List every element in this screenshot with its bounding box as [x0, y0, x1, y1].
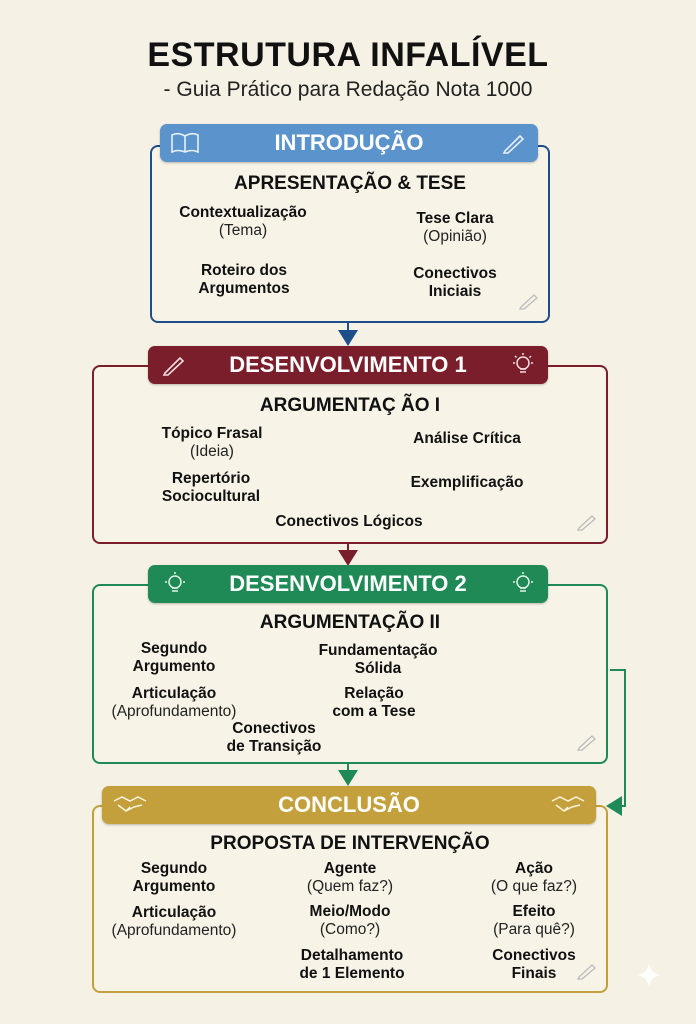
intro-section: APRESENTAÇÃO & TESE [150, 145, 550, 323]
lightbulb-icon [510, 571, 536, 603]
label: Tese Clara [416, 210, 494, 227]
dev2-section: ARGUMENTAÇÃO II [92, 584, 608, 764]
conclusion-mid-2: Meio/Modo(Como?) [300, 903, 400, 939]
pencil-icon [518, 292, 540, 315]
label: Articulação [131, 904, 217, 921]
note: (Como?) [319, 921, 381, 938]
label: Roteiro dos [200, 262, 288, 279]
intro-subtitle: APRESENTAÇÃO & TESE [234, 173, 466, 194]
page-subtitle: - Guia Prático para Redação Nota 1000 [163, 78, 533, 101]
note: (Aprofundamento) [111, 922, 237, 939]
dev1-right-2: Exemplificação [410, 474, 524, 491]
pencil-icon [576, 513, 598, 536]
label-2: Argumento [132, 658, 216, 675]
note: (Tema) [218, 222, 268, 239]
intro-right-1: Tese Clara(Opinião) [390, 210, 520, 246]
label-2: Argumentos [198, 280, 290, 297]
note: (Opinião) [423, 228, 487, 245]
dev2-header-label: DESENVOLVIMENTO 2 [229, 571, 467, 596]
dev2-subtitle: ARGUMENTAÇÃO II [259, 612, 441, 633]
label: Segundo [140, 640, 208, 657]
pencil-icon [576, 962, 598, 985]
label: Detalhamento [300, 947, 404, 964]
label: Meio/Modo [309, 903, 391, 920]
page-title: ESTRUTURA INFALÍVEL [147, 36, 549, 74]
label: Efeito [512, 903, 556, 920]
note: (Aprofundamento) [111, 703, 237, 720]
label: Ação [515, 860, 553, 877]
dev1-header-label: DESENVOLVIMENTO 1 [229, 352, 467, 377]
label: Articulação [131, 685, 217, 702]
intro-header-label: INTRODUÇÃO [274, 130, 424, 155]
conclusion-subtitle: PROPOSTA DE INTERVENÇÃO [210, 833, 490, 854]
dev1-bottom: Conectivos Lógicos [275, 513, 423, 530]
handshake-icon [112, 793, 148, 823]
label: Conectivos [413, 265, 497, 282]
pencil-icon [576, 733, 598, 756]
conclusion-left-2: Articulação(Aprofundamento) [100, 904, 248, 940]
note: (O que faz?) [490, 878, 578, 895]
conclusion-section: PROPOSTA DE INTERVENÇÃO [92, 805, 608, 993]
lightbulb-icon [510, 352, 536, 384]
label-2: Iniciais [428, 283, 482, 300]
label: Fundamentação [318, 642, 438, 659]
note: (Ideia) [190, 443, 234, 460]
sparkle-icon [634, 960, 664, 995]
label-2: Finais [511, 965, 557, 982]
label-2: com a Tese [332, 703, 416, 720]
note: (Quem faz?) [306, 878, 394, 895]
label-2: Argumento [132, 878, 216, 895]
dev1-header: DESENVOLVIMENTO 1 [148, 346, 548, 384]
label-2: de 1 Elemento [299, 965, 405, 982]
dev1-left-1: Tópico Frasal(Ideia) [150, 425, 274, 461]
label: Segundo [140, 860, 208, 877]
intro-header: INTRODUÇÃO [160, 124, 538, 162]
conclusion-header-label: CONCLUSÃO [278, 792, 420, 817]
dev2-header: DESENVOLVIMENTO 2 [148, 565, 548, 603]
label-2: Sociocultural [161, 488, 261, 505]
label: Repertório [171, 470, 251, 487]
label: Contextualização [179, 204, 307, 221]
dev1-right-1: Análise Crítica [413, 430, 521, 447]
lightbulb-icon [162, 571, 188, 603]
label-2: Sólida [354, 660, 402, 677]
intro-left-1: Contextualização(Tema) [163, 204, 323, 240]
label: Agente [323, 860, 377, 877]
dev1-subtitle: ARGUMENTAÇ ÃO I [259, 395, 441, 416]
dev2-left-2: Articulação(Aprofundamento) [100, 685, 248, 721]
label: Tópico Frasal [161, 425, 263, 442]
conclusion-mid-1: Agente(Quem faz?) [300, 860, 400, 896]
pencil-icon [502, 132, 526, 160]
label: Conectivos [492, 947, 576, 964]
conclusion-right-2: Efeito(Para quê?) [484, 903, 584, 939]
book-icon [170, 132, 200, 160]
note: (Para quê?) [493, 921, 575, 938]
conclusion-right-1: Ação(O que faz?) [484, 860, 584, 896]
label: Conectivos [232, 720, 316, 737]
label-2: de Transição [226, 738, 322, 755]
conclusion-header: CONCLUSÃO [102, 786, 596, 824]
handshake-icon [550, 793, 586, 823]
label: Relação [344, 685, 404, 702]
pencil-icon [162, 354, 186, 382]
dev1-section: ARGUMENTAÇ ÃO I Conectivos Lógicos [92, 365, 608, 544]
